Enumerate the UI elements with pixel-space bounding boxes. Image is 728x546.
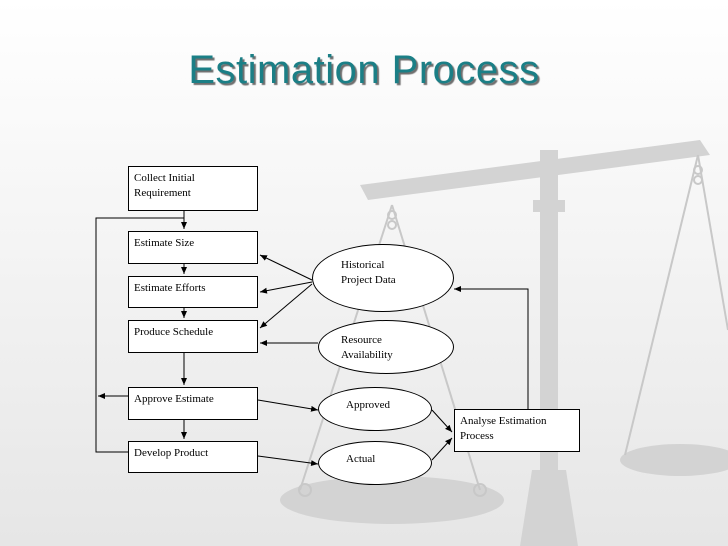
arrow-historical-to-size — [259, 254, 313, 281]
collect-initial-requirement-box: Collect Initial Requirement — [128, 166, 258, 211]
produce-schedule-box: Produce Schedule — [128, 320, 258, 353]
historical-project-data-label: Historical Project Data — [341, 259, 396, 286]
page-title: Estimation Process — [188, 48, 540, 92]
arrow-historical-to-efforts — [259, 281, 313, 294]
actual-label: Actual — [346, 453, 376, 465]
feedback-loop-line — [95, 217, 184, 453]
approved-label: Approved — [346, 399, 390, 411]
estimate-efforts-box: Estimate Efforts — [128, 276, 258, 308]
actual-oval: Actual — [318, 441, 432, 485]
arrow-historical-to-schedule — [259, 283, 313, 329]
approve-estimate-box: Approve Estimate — [128, 387, 258, 420]
arrow-approve-to-approved — [257, 399, 319, 412]
resource-availability-label: Resource Availability — [341, 334, 393, 361]
arrow-approved-to-analyse — [431, 409, 453, 433]
analyse-estimation-process-box: Analyse Estimation Process — [454, 409, 580, 452]
resource-availability-oval: Resource Availability — [318, 320, 454, 374]
arrow-develop-to-actual — [257, 455, 319, 467]
historical-project-data-oval: Historical Project Data — [312, 244, 454, 312]
arrow-analyse-to-historical — [454, 286, 529, 409]
arrow-actual-to-analyse — [431, 437, 453, 461]
estimate-size-box: Estimate Size — [128, 231, 258, 264]
develop-product-box: Develop Product — [128, 441, 258, 473]
approved-oval: Approved — [318, 387, 432, 431]
